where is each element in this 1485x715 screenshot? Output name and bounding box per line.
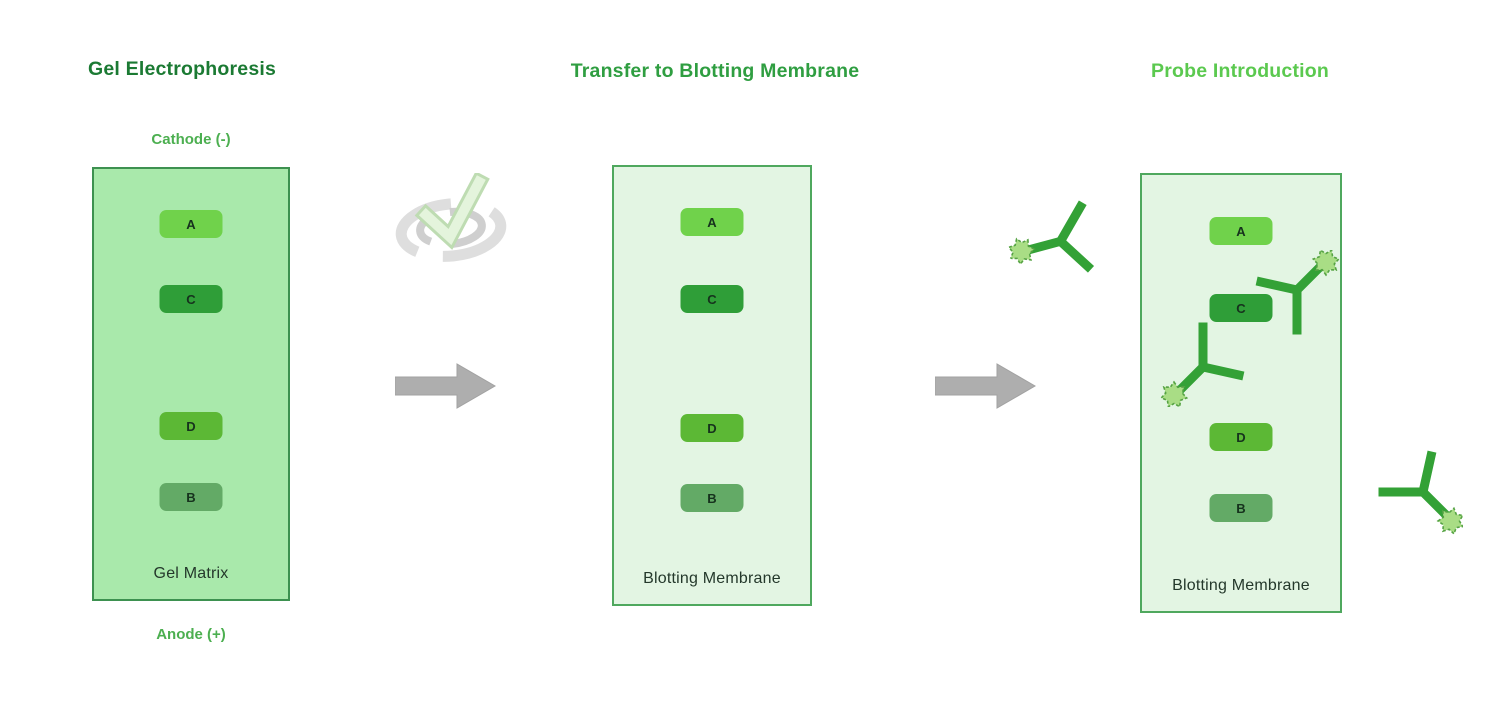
process-step-arrow-1 [395,363,496,409]
protein-band-c: C [1209,294,1273,322]
protein-band-d: D [680,414,744,442]
panel-title-transfer: Transfer to Blotting Membrane [570,60,860,82]
process-step-arrow-2 [935,363,1036,409]
blotting-membrane-label: Blotting Membrane [643,570,781,587]
protein-band-b: B [1209,494,1273,522]
labeled-antibody-probe-3 [1158,317,1248,407]
labeled-antibody-probe-2 [1252,250,1342,340]
protein-band-c: C [680,285,744,313]
protein-band-a: A [159,210,223,238]
labeled-antibody-probe-1 [1002,176,1125,299]
blotting-membrane-box-probe: A C D B Blotting Membrane [1140,173,1342,613]
protein-band-a: A [680,208,744,236]
protein-band-b: B [159,483,223,511]
blotting-membrane-box-transfer: A C D B Blotting Membrane [612,165,812,606]
check-glyph [418,175,486,246]
cathode-label: Cathode (-) [151,131,231,148]
gel-matrix-label: Gel Matrix [153,565,229,582]
transfer-complete-checkmark-icon [395,173,507,262]
panel-title-gel-electrophoresis: Gel Electrophoresis [88,58,277,80]
anode-label: Anode (+) [156,626,226,643]
protein-band-b: B [680,484,744,512]
gel-matrix-box: A C D B Gel Matrix [92,167,290,601]
blotting-membrane-label: Blotting Membrane [1172,577,1310,594]
labeled-antibody-probe-4 [1373,447,1463,537]
protein-band-a: A [1209,217,1273,245]
protein-band-d: D [159,412,223,440]
arrow-shape [935,363,1036,409]
panel-title-probe-introduction: Probe Introduction [1150,60,1329,82]
protein-band-d: D [1209,423,1273,451]
protein-band-c: C [159,285,223,313]
arrow-shape [395,363,496,409]
